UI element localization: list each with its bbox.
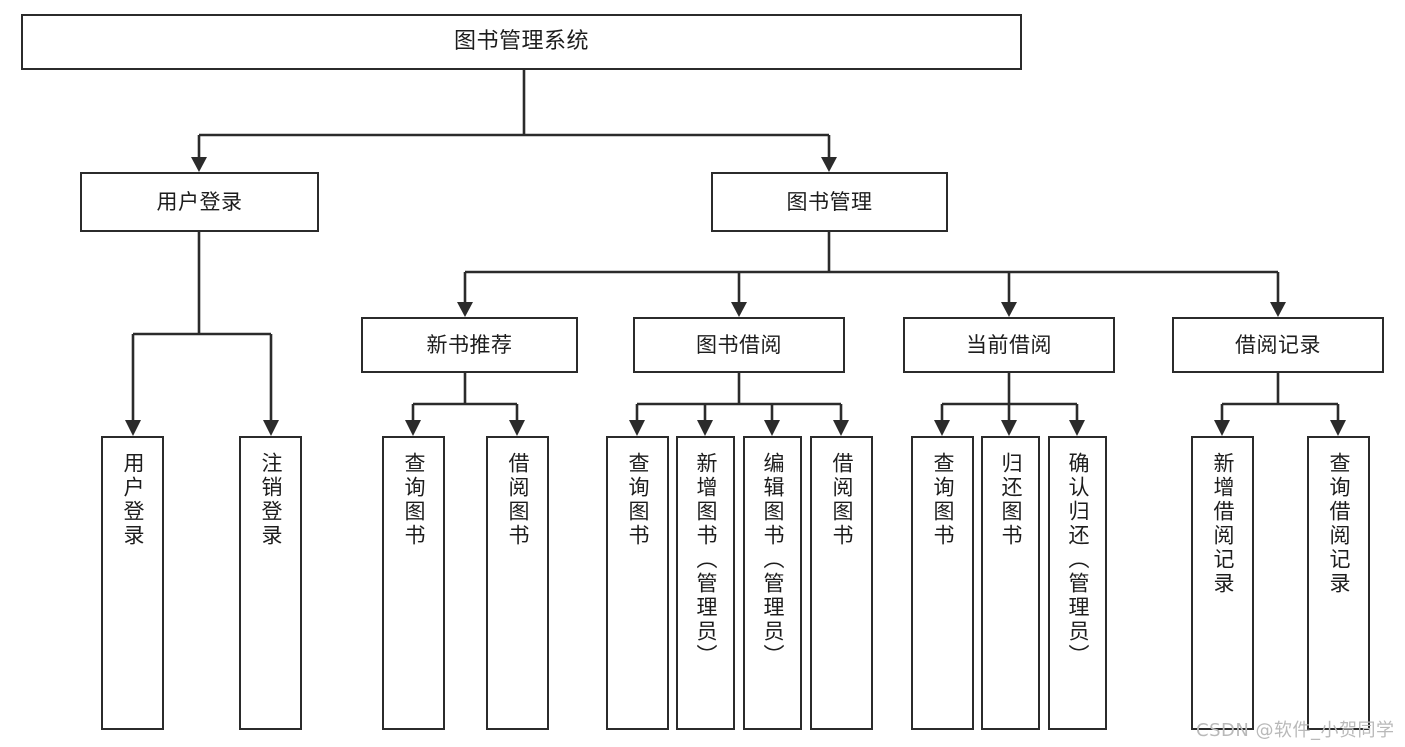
node-new-book-recommendation[interactable]: 新书推荐: [361, 317, 578, 373]
node-label: 新增图书（管理员）: [694, 452, 718, 668]
leaf-query-book-current[interactable]: 查询图书: [911, 436, 974, 730]
node-label: 用户登录: [156, 189, 243, 214]
node-root-system[interactable]: 图书管理系统: [21, 14, 1022, 70]
arrowhead-leaf-user-login: [125, 420, 141, 436]
node-label: 借阅图书: [830, 452, 854, 548]
arrowhead-leaf-borrow-book-2: [833, 420, 849, 436]
leaf-query-book-borrow[interactable]: 查询图书: [606, 436, 669, 730]
node-label: 借阅图书: [506, 452, 530, 548]
node-label: 查询图书: [931, 452, 955, 548]
leaf-borrow-book-borrow[interactable]: 借阅图书: [810, 436, 873, 730]
arrowhead-book-borrow: [731, 302, 747, 317]
arrowhead-leaf-query-book-2: [629, 420, 645, 436]
node-book-borrowing[interactable]: 图书借阅: [633, 317, 845, 373]
node-label: 查询图书: [626, 452, 650, 548]
leaf-query-book-new[interactable]: 查询图书: [382, 436, 445, 730]
node-label: 编辑图书（管理员）: [761, 452, 785, 668]
leaf-add-book-admin[interactable]: 新增图书（管理员）: [676, 436, 735, 730]
node-label: 图书管理: [786, 189, 873, 214]
node-label: 图书借阅: [696, 332, 782, 357]
leaf-query-borrow-record[interactable]: 查询借阅记录: [1307, 436, 1370, 730]
node-label: 归还图书: [999, 452, 1023, 548]
leaf-borrow-book-new[interactable]: 借阅图书: [486, 436, 549, 730]
node-label: 查询图书: [402, 452, 426, 548]
node-borrow-records[interactable]: 借阅记录: [1172, 317, 1384, 373]
node-current-borrowing[interactable]: 当前借阅: [903, 317, 1115, 373]
arrowhead-leaf-add-record: [1214, 420, 1230, 436]
arrowhead-book-mgmt: [821, 157, 837, 172]
arrowhead-leaf-edit-book: [764, 420, 780, 436]
leaf-confirm-return-admin[interactable]: 确认归还（管理员）: [1048, 436, 1107, 730]
arrowhead-leaf-confirm-return: [1069, 420, 1085, 436]
arrowhead-borrow-record: [1270, 302, 1286, 317]
node-label: 当前借阅: [966, 332, 1052, 357]
arrowhead-leaf-add-book: [697, 420, 713, 436]
leaf-add-borrow-record[interactable]: 新增借阅记录: [1191, 436, 1254, 730]
node-label: 新书推荐: [426, 332, 513, 357]
csdn-watermark: CSDN @软件_小贺同学: [1196, 720, 1395, 741]
arrowhead-leaf-query-book-3: [934, 420, 950, 436]
arrowhead-leaf-logout: [263, 420, 279, 436]
node-user-login[interactable]: 用户登录: [80, 172, 319, 232]
arrowhead-leaf-query-book-1: [405, 420, 421, 436]
node-book-management[interactable]: 图书管理: [711, 172, 948, 232]
arrowhead-leaf-borrow-book-1: [509, 420, 525, 436]
leaf-logout[interactable]: 注销登录: [239, 436, 302, 730]
arrowhead-leaf-return-book: [1001, 420, 1017, 436]
node-label: 查询借阅记录: [1327, 452, 1351, 596]
leaf-edit-book-admin[interactable]: 编辑图书（管理员）: [743, 436, 802, 730]
node-label: 确认归还（管理员）: [1066, 452, 1090, 668]
node-label: 图书管理系统: [453, 29, 589, 55]
node-label: 注销登录: [259, 452, 283, 548]
node-label: 用户登录: [121, 452, 145, 548]
arrowhead-current-borrow: [1001, 302, 1017, 317]
arrowhead-leaf-query-record: [1330, 420, 1346, 436]
arrowhead-new-book: [457, 302, 473, 317]
leaf-return-book[interactable]: 归还图书: [981, 436, 1040, 730]
arrowhead-user-login: [191, 157, 207, 172]
leaf-user-login[interactable]: 用户登录: [101, 436, 164, 730]
node-label: 借阅记录: [1235, 332, 1321, 357]
node-label: 新增借阅记录: [1211, 452, 1235, 596]
